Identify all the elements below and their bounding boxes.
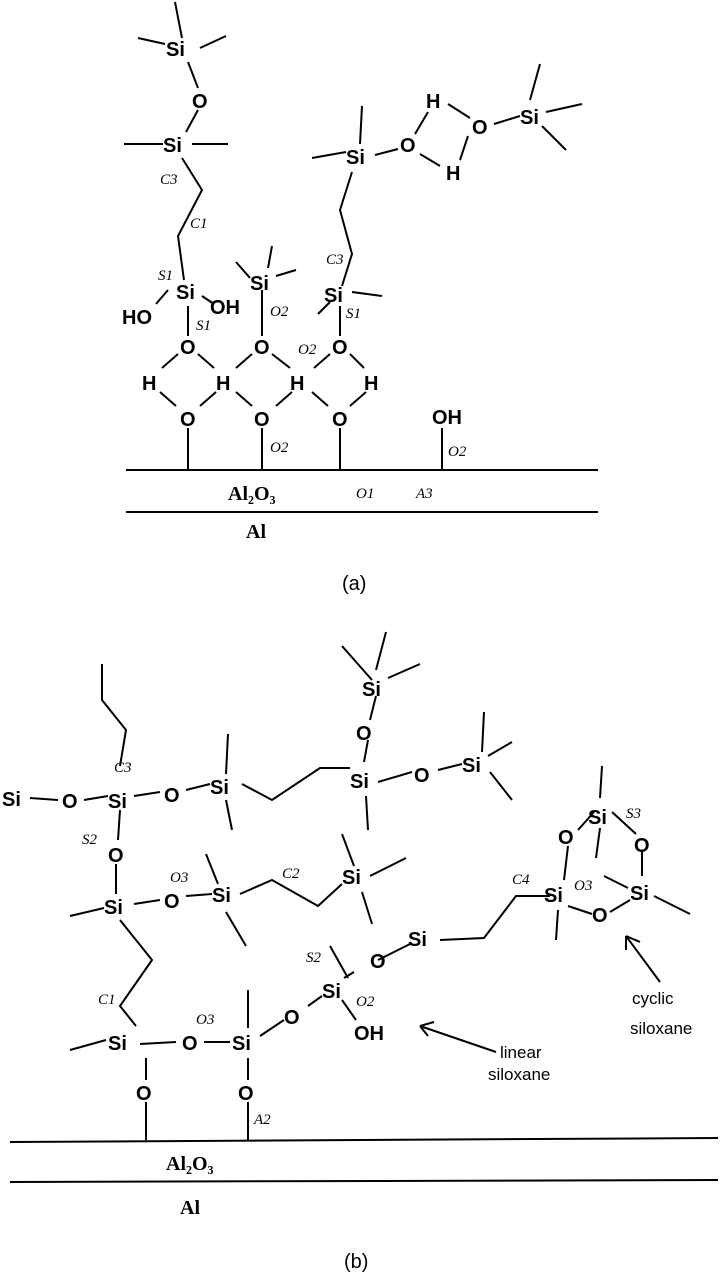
atom-o: O [332,409,348,431]
atom-si: Si [108,1033,127,1055]
label-al2o3: Al₂O₃ [228,483,276,505]
atom-si: Si [210,777,229,799]
annotation-linear: linear [500,1043,542,1062]
atom-si: Si [212,885,231,907]
atom-o: O [558,827,574,849]
label-o2: O2 [448,444,467,460]
label-o2: O2 [270,440,289,456]
annotation-linear-siloxane: siloxane [488,1065,550,1084]
atom-si: Si [342,867,361,889]
label-al: Al [246,521,266,543]
atom-o: O [284,1007,300,1029]
panel-b-bonds [9,631,719,1183]
atom-oh: OH [354,1023,384,1045]
atom-o: O [400,135,416,157]
atom-si: Si [346,147,365,169]
atom-si: Si [176,282,195,304]
atom-si: Si [322,981,341,1003]
atom-o: O [238,1083,254,1105]
label-a2: A2 [253,1112,271,1128]
atom-si: Si [630,883,649,905]
atom-si: Si [166,39,185,61]
label-c3: C3 [114,760,132,776]
atom-o: O [414,765,430,787]
atom-o: O [164,785,180,807]
caption-b: (b) [344,1251,368,1273]
label-s3: S3 [626,806,641,822]
atom-h: H [142,373,156,395]
label-a3: A3 [415,486,433,502]
atom-h: H [426,91,440,113]
panel-a-bonds [124,1,598,513]
atom-si: Si [250,273,269,295]
label-o3: O3 [170,870,188,886]
label-o2: O2 [270,304,289,320]
atom-ho: HO [122,307,152,329]
atom-oh: OH [432,407,462,429]
atom-o: O [180,337,196,359]
atom-si: Si [408,929,427,951]
label-c1: C1 [190,216,208,232]
caption-a: (a) [342,573,366,595]
atom-o: O [136,1083,152,1105]
atom-o: O [182,1033,198,1055]
label-al2o3: Al₂O₃ [166,1153,214,1175]
annotation-cyclic-siloxane: siloxane [630,1019,692,1038]
atom-o: O [592,905,608,927]
atom-o: O [332,337,348,359]
label-o3: O3 [196,1012,214,1028]
atom-si: Si [163,135,182,157]
atom-o: O [356,723,372,745]
atom-o: O [634,835,650,857]
atom-o: O [164,891,180,913]
label-s1: S1 [346,306,361,322]
label-al: Al [180,1197,200,1219]
atom-o: O [370,951,386,973]
atom-si: Si [232,1033,251,1055]
panel-b: Si O Si O Si Si O Si O Si O Si O Si Si S… [2,631,719,1273]
atom-h: H [216,373,230,395]
atom-si: Si [2,789,21,811]
label-c4: C4 [512,872,530,888]
atom-si: Si [462,755,481,777]
atom-o: O [180,409,196,431]
annotation-cyclic: cyclic [632,989,674,1008]
atom-si: Si [324,285,343,307]
label-s1: S1 [158,268,173,284]
label-c1: C1 [98,992,116,1008]
panel-a: Si O Si Si HO OH Si Si Si O H H O Si O O… [122,1,598,595]
atom-si: Si [362,679,381,701]
label-s2: S2 [82,832,98,848]
label-o2: O2 [356,994,375,1010]
atom-si: Si [350,771,369,793]
atom-si: Si [108,791,127,813]
atom-si: Si [104,897,123,919]
atom-o: O [192,91,208,113]
atom-o: O [62,791,78,813]
label-o2: O2 [298,342,317,358]
label-c3: C3 [326,252,344,268]
atom-o: O [108,845,124,867]
atom-h: H [446,163,460,185]
atom-h: H [364,373,378,395]
atom-si: Si [588,807,607,829]
label-s2: S2 [306,950,322,966]
atom-oh: OH [210,297,240,319]
label-c2: C2 [282,866,300,882]
atom-o: O [254,409,270,431]
atom-o: O [472,117,488,139]
label-o3: O3 [574,878,592,894]
atom-si: Si [544,885,563,907]
atom-h: H [290,373,304,395]
label-c3: C3 [160,172,178,188]
atom-o: O [254,337,270,359]
atom-si: Si [520,107,539,129]
label-s1: S1 [196,318,211,334]
label-o1: O1 [356,486,374,502]
